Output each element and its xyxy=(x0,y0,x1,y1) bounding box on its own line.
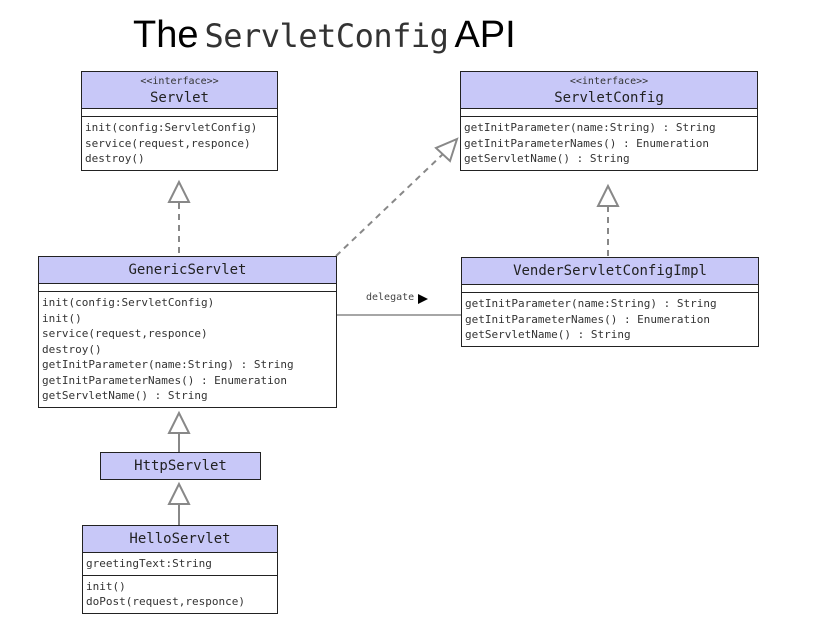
attributes-section xyxy=(461,109,757,117)
class-generic-servlet: GenericServlet init(config:ServletConfig… xyxy=(38,256,337,408)
attributes-section xyxy=(39,284,336,292)
operation: init(config:ServletConfig) xyxy=(85,121,258,134)
operations-section: init() doPost(request,responce) xyxy=(83,576,277,613)
operation: doPost(request,responce) xyxy=(86,595,245,608)
operation: getInitParameterNames() : Enumeration xyxy=(464,136,710,150)
operations-section: init(config:ServletConfig) service(reque… xyxy=(82,117,277,170)
operations-section: getInitParameter(name:String) : String g… xyxy=(462,293,758,346)
realization-line-servlet-config xyxy=(335,153,444,257)
operation: service(request,responce) xyxy=(85,136,251,150)
operation: getInitParameter(name:String) : String xyxy=(465,297,717,310)
operation: getServletName() : String xyxy=(42,389,208,402)
title-code: ServletConfig xyxy=(204,17,449,55)
realization-arrowhead-servlet-config xyxy=(434,137,459,163)
generalization-arrowhead-http xyxy=(167,481,191,505)
attributes-section: greetingText:String xyxy=(83,553,277,576)
operation: init(config:ServletConfig) xyxy=(42,296,215,309)
title-suffix: API xyxy=(454,14,516,56)
title-prefix: The xyxy=(133,14,199,56)
operation: service(request,responce) xyxy=(42,327,208,340)
class-http-servlet: HttpServlet xyxy=(100,452,261,480)
class-name: Servlet xyxy=(149,90,209,106)
generalization-arrowhead-generic xyxy=(167,410,191,434)
class-name: HelloServlet xyxy=(129,531,231,547)
operation: destroy() xyxy=(42,342,102,356)
class-header: <<interface>> Servlet xyxy=(82,72,277,109)
attributes-section xyxy=(82,109,277,117)
operation: getInitParameter(name:String) : String xyxy=(42,358,294,371)
operation: getInitParameterNames() : Enumeration xyxy=(465,312,711,326)
attribute: greetingText:String xyxy=(86,557,212,570)
class-hello-servlet: HelloServlet greetingText:String init() … xyxy=(82,525,278,614)
class-name: HttpServlet xyxy=(134,458,227,474)
stereotype-label: <<interface>> xyxy=(140,76,219,87)
class-name: GenericServlet xyxy=(128,262,247,278)
stereotype-label: <<interface>> xyxy=(569,76,649,87)
operation: getInitParameter(name:String) : String xyxy=(464,121,716,134)
realization-arrowhead-vender-impl xyxy=(596,183,620,207)
class-name: VenderServletConfigImpl xyxy=(513,263,707,279)
class-header: VenderServletConfigImpl xyxy=(462,258,758,285)
operation: init() xyxy=(86,579,126,593)
class-header: GenericServlet xyxy=(39,257,336,284)
operation: getInitParameterNames() : Enumeration xyxy=(42,373,288,387)
class-header: HelloServlet xyxy=(83,526,277,553)
operation: getServletName() : String xyxy=(465,328,631,341)
class-vender-servlet-config-impl: VenderServletConfigImpl getInitParameter… xyxy=(461,257,759,347)
attributes-section xyxy=(462,285,758,293)
operations-section: init(config:ServletConfig) init() servic… xyxy=(39,292,336,407)
class-header: HttpServlet xyxy=(101,453,260,479)
operations-section: getInitParameter(name:String) : String g… xyxy=(461,117,757,170)
class-name: ServletConfig xyxy=(554,90,664,106)
realization-arrowhead-servlet xyxy=(167,179,191,203)
operation: destroy() xyxy=(85,152,145,165)
operation: init() xyxy=(42,311,82,325)
class-servlet-config: <<interface>> ServletConfig getInitParam… xyxy=(460,71,758,171)
class-servlet: <<interface>> Servlet init(config:Servle… xyxy=(81,71,278,171)
class-header: <<interface>> ServletConfig xyxy=(461,72,757,109)
operation: getServletName() : String xyxy=(464,152,630,165)
delegate-direction-arrow xyxy=(418,294,428,304)
delegate-label: delegate xyxy=(366,292,415,303)
